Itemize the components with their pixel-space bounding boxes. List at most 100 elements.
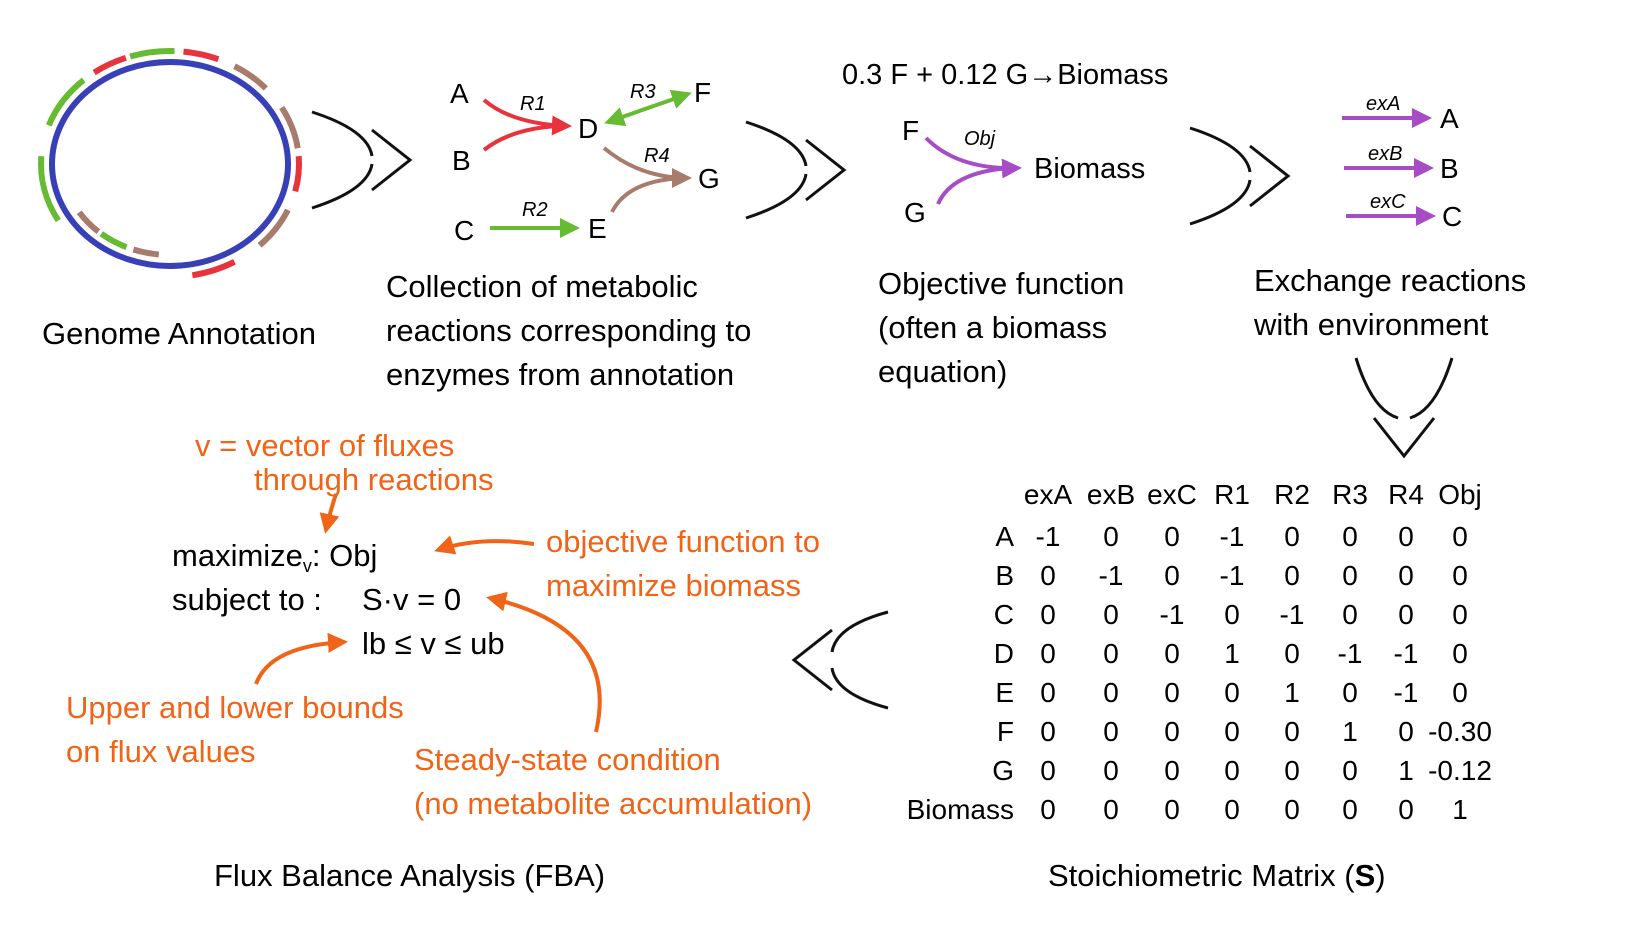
matrix-cell: 0: [1342, 755, 1358, 786]
matrix-cell: -0.30: [1428, 716, 1492, 747]
matrix-cell: -1: [1280, 599, 1305, 630]
objective-biomass: Biomass: [1034, 153, 1145, 185]
gene-segment: [233, 63, 268, 91]
matrix-cell: 0: [1342, 599, 1358, 630]
matrix-column-header: exC: [1147, 479, 1197, 510]
matrix-caption-s: S: [1355, 858, 1376, 893]
gene-segment: [46, 77, 86, 127]
matrix-row-header: Biomass: [907, 794, 1014, 825]
matrix-cell: 0: [1103, 677, 1119, 708]
matrix-row-header: D: [994, 638, 1014, 669]
matrix-cell: 0: [1284, 638, 1300, 669]
v-note-line2: through reactions: [254, 462, 494, 497]
fba-formulation: v = vector of fluxes through reactions m…: [66, 428, 820, 821]
matrix-cell: 0: [1164, 794, 1180, 825]
flow-arrow-down: [1354, 357, 1454, 459]
matrix-cell: 0: [1040, 755, 1056, 786]
matrix-cell: 0: [1284, 521, 1300, 552]
matrix-cell: 0: [1164, 677, 1180, 708]
matrix-caption-suffix: ): [1375, 858, 1385, 893]
gene-segment: [129, 48, 175, 60]
matrix-column-header: R2: [1274, 479, 1310, 510]
matrix-cell: 0: [1284, 755, 1300, 786]
matrix-cell: 0: [1452, 638, 1468, 669]
reactions-caption-line2: reactions corresponding to: [386, 313, 751, 348]
matrix-cell: 1: [1398, 755, 1414, 786]
objective-obj-label: Obj: [964, 128, 996, 150]
matrix-cell: 0: [1040, 677, 1056, 708]
matrix-cell: 0: [1103, 716, 1119, 747]
objective-caption-line3: equation): [878, 354, 1007, 389]
maximize-objective: : Obj: [312, 538, 377, 573]
matrix-cell: 0: [1284, 560, 1300, 591]
matrix-row-header: C: [994, 599, 1014, 630]
reactions-caption-line1: Collection of metabolic: [386, 269, 698, 304]
exchange-diagram: exA exB exC A B C: [1342, 93, 1462, 232]
node-d: D: [578, 113, 598, 144]
matrix-cell: 0: [1224, 677, 1240, 708]
matrix-cell: 1: [1284, 677, 1300, 708]
exchange-caption-line1: Exchange reactions: [1254, 263, 1526, 298]
gene-segment: [132, 246, 160, 258]
matrix-column-header: exA: [1024, 479, 1073, 510]
node-a: A: [450, 78, 469, 109]
matrix-caption: Stoichiometric Matrix (S): [1048, 858, 1386, 893]
bounds-note-arrow: [254, 632, 348, 685]
label-r3: R3: [630, 81, 656, 103]
maximize-word: maximize: [172, 538, 303, 573]
matrix-cell: 0: [1398, 599, 1414, 630]
matrix-cell: 0: [1224, 755, 1240, 786]
exchange-target-a: A: [1440, 103, 1459, 134]
gene-segment: [183, 48, 220, 63]
node-e: E: [588, 213, 607, 244]
label-r2: R2: [522, 199, 548, 221]
matrix-cell: -1: [1036, 521, 1061, 552]
exchange-label-exa: exA: [1366, 93, 1400, 115]
steady-note-line1: Steady-state condition: [414, 742, 721, 777]
matrix-cell: 0: [1398, 794, 1414, 825]
matrix-cell: 0: [1224, 599, 1240, 630]
matrix-cell: 0: [1040, 638, 1056, 669]
gene-segment: [292, 155, 302, 193]
matrix-cell: 0: [1164, 521, 1180, 552]
maximize-subscript: v: [303, 556, 312, 576]
bounds-note-line2: on flux values: [66, 734, 256, 769]
matrix-cell: -1: [1099, 560, 1124, 591]
steady-note-line2: (no metabolite accumulation): [414, 786, 812, 821]
matrix-cell: 0: [1164, 638, 1180, 669]
matrix-cell: 0: [1284, 794, 1300, 825]
exchange-target-c: C: [1442, 201, 1462, 232]
genome-genes: [38, 48, 302, 279]
flow-arrow-1: [311, 110, 413, 210]
matrix-cell: 0: [1164, 755, 1180, 786]
matrix-cell: -1: [1220, 560, 1245, 591]
genome-diagram: [38, 48, 302, 279]
reactions-caption-line3: enzymes from annotation: [386, 357, 734, 392]
matrix-cell: 0: [1224, 794, 1240, 825]
objective-caption-line1: Objective function: [878, 266, 1124, 301]
matrix-cell: -1: [1160, 599, 1185, 630]
matrix-cell: 0: [1398, 716, 1414, 747]
matrix-column-header: Obj: [1438, 479, 1482, 510]
matrix-cell: 0: [1040, 716, 1056, 747]
gene-segment: [279, 105, 301, 149]
matrix-cell: 1: [1452, 794, 1468, 825]
r3-arrow: [604, 89, 692, 127]
matrix-cell: 0: [1284, 716, 1300, 747]
matrix-row-header: G: [992, 755, 1014, 786]
objective-diagram: 0.3 F + 0.12 G→Biomass F G Obj Biomass: [842, 59, 1168, 228]
matrix-cell: 0: [1103, 521, 1119, 552]
matrix-column-header: R1: [1214, 479, 1250, 510]
matrix-cell: 0: [1342, 677, 1358, 708]
subject-to: subject to :: [172, 582, 322, 617]
matrix-cell: 0: [1103, 599, 1119, 630]
node-g: G: [698, 163, 720, 194]
constraint-steady-state: S·v = 0: [362, 582, 461, 617]
genome-caption: Genome Annotation: [42, 316, 316, 351]
matrix-cell: 0: [1452, 677, 1468, 708]
matrix-column-header: exB: [1087, 479, 1135, 510]
matrix-cell: 0: [1164, 560, 1180, 591]
matrix-row-header: E: [995, 677, 1014, 708]
